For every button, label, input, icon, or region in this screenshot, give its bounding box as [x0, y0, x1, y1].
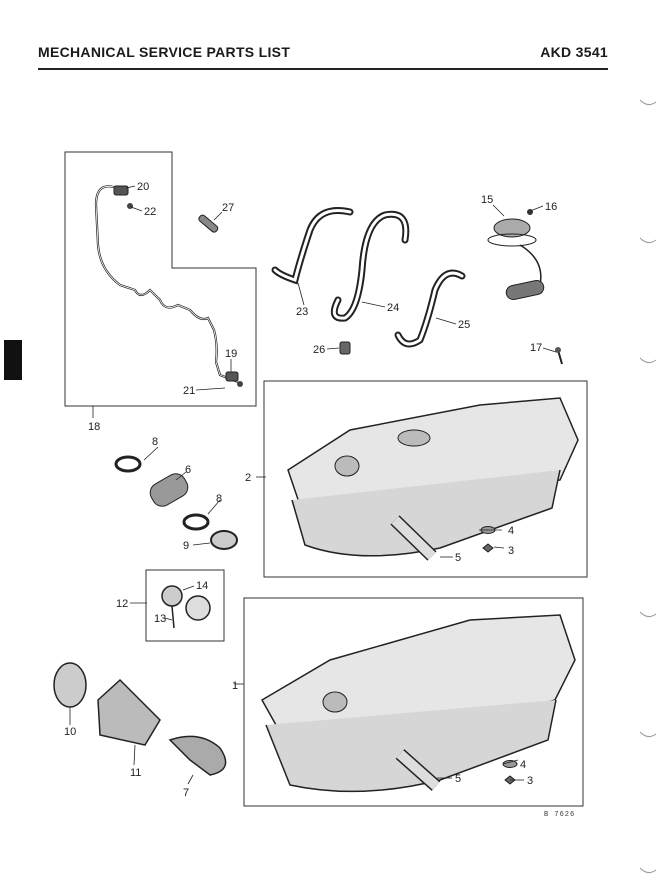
callout-8-upper: 8: [152, 436, 158, 448]
callout-11: 11: [130, 767, 141, 779]
callout-3-upper: 3: [508, 545, 514, 557]
callout-7: 7: [183, 787, 189, 799]
part-27-sleeve: [198, 214, 219, 233]
callout-6: 6: [185, 464, 191, 476]
callout-26: 26: [313, 344, 325, 356]
callout-10: 10: [64, 726, 76, 738]
part-17-screw: [555, 347, 563, 365]
fuel-gauge-sender: [487, 209, 545, 300]
filler-cap-frame: [145, 569, 225, 642]
callout-12: 12: [116, 598, 128, 610]
lower-tank-frame: [243, 597, 584, 807]
callout-16: 16: [545, 201, 557, 213]
callout-17: 17: [530, 342, 542, 354]
callout-15: 15: [481, 194, 493, 206]
page-header: MECHANICAL SERVICE PARTS LIST AKD 3541: [38, 38, 608, 70]
hose-set: [271, 207, 466, 348]
callout-14: 14: [196, 580, 208, 592]
callout-23: 23: [296, 306, 308, 318]
callout-3-lower: 3: [527, 775, 533, 787]
callout-5-lower: 5: [455, 773, 461, 785]
callout-labels: 1 2 3 4 5 6 7 8 8 9 10 11 12 13 14 15 16…: [64, 181, 557, 799]
binder-edge-marks: [639, 99, 657, 874]
callout-8-lower: 8: [216, 493, 222, 505]
drawing-reference: B 7626: [544, 811, 575, 819]
callout-25: 25: [458, 319, 470, 331]
callout-1: 1: [232, 680, 238, 692]
leader-lines: [69, 185, 557, 785]
part-26-clip: [339, 341, 351, 355]
callout-20: 20: [137, 181, 149, 193]
callout-13: 13: [154, 613, 166, 625]
filler-neck-parts: [114, 455, 238, 550]
page-title: MECHANICAL SERVICE PARTS LIST: [38, 44, 291, 60]
callout-9: 9: [183, 540, 189, 552]
callout-4-lower: 4: [520, 759, 526, 771]
callout-21: 21: [183, 385, 195, 397]
callout-19: 19: [225, 348, 237, 360]
callout-18: 18: [88, 421, 100, 433]
callout-22: 22: [144, 206, 156, 218]
upper-tank-frame: [263, 380, 588, 578]
callout-27: 27: [222, 202, 234, 214]
callout-4-upper: 4: [508, 525, 514, 537]
callout-24: 24: [387, 302, 399, 314]
callout-5-upper: 5: [455, 552, 461, 564]
section-tab-marker: [4, 340, 22, 380]
document-code: AKD 3541: [540, 44, 608, 60]
lower-left-parts: [53, 662, 227, 776]
callout-2: 2: [245, 472, 251, 484]
fuel-pipe-frame: [64, 151, 257, 407]
